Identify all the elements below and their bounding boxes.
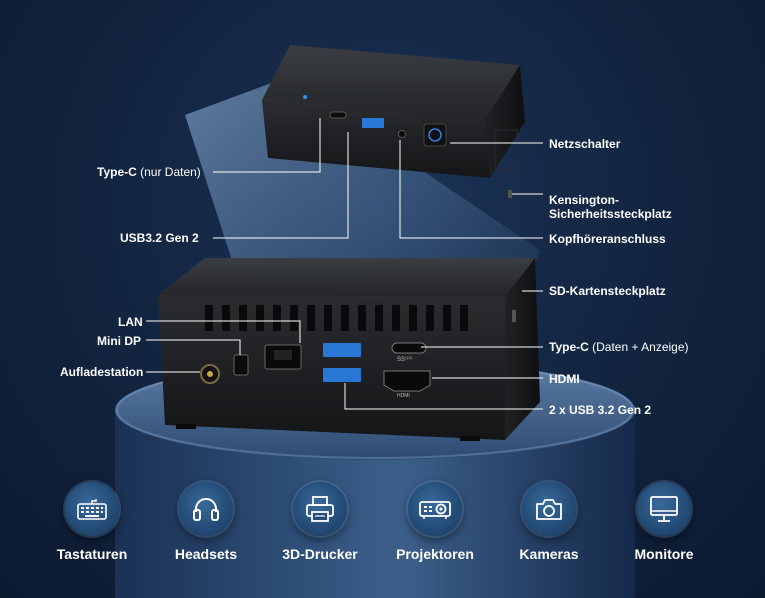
callout-netzschalter-bold: Netzschalter <box>549 137 621 151</box>
callout-kensington-lock: Kensington- Sicherheitssteckplatz <box>549 179 672 221</box>
device-monitor: Monitore <box>609 482 719 562</box>
port-mark-hdmi: HDMI <box>397 393 410 399</box>
callout-charging-station: Aufladestation <box>60 365 143 379</box>
callout-aufladestation-bold: Aufladestation <box>60 365 144 379</box>
callout-mini-dp-bold: Mini DP <box>97 334 141 348</box>
callout-power-switch: Netzschalter <box>549 137 620 151</box>
device-keyboard: Tastaturen <box>37 482 147 562</box>
printer-icon <box>293 482 347 536</box>
callout-type-c-left-normal: (nur Daten) <box>136 165 201 179</box>
camera-icon <box>522 482 576 536</box>
projector-icon <box>408 482 462 536</box>
port-mark-superspeed: SS⁽¹⁰⁾ <box>397 357 413 363</box>
callout-type-c-right-normal: (Daten + Anzeige) <box>588 340 689 354</box>
callout-type-c-data-display: Type-C (Daten + Anzeige) <box>549 340 689 354</box>
keyboard-icon <box>65 482 119 536</box>
callout-type-c-data-only: Type-C (nur Daten) <box>97 165 201 179</box>
callout-type-c-left-bold: Type-C <box>97 165 137 179</box>
callout-kopfhoerer-bold: Kopfhöreranschluss <box>549 232 666 246</box>
callout-hdmi-bold: HDMI <box>549 372 580 386</box>
callout-sd-karte-bold: SD-Kartensteckplatz <box>549 284 666 298</box>
device-camera: Kameras <box>494 482 604 562</box>
device-label: Headsets <box>174 546 238 562</box>
device-label: 3D-Drucker <box>282 546 358 562</box>
device-label: Kameras <box>519 546 579 562</box>
callout-usb32-right: 2 x USB 3.2 Gen 2 <box>549 403 651 417</box>
device-projector: Projektoren <box>380 482 490 562</box>
callout-mini-dp: Mini DP <box>97 334 141 348</box>
device-label: Projektoren <box>396 546 474 562</box>
callout-kensington-bold: Kensington- Sicherheitssteckplatz <box>549 193 672 221</box>
callout-usb32-left-bold: USB3.2 Gen 2 <box>120 231 199 245</box>
headset-icon <box>179 482 233 536</box>
monitor-icon <box>637 482 691 536</box>
callout-usb32-left: USB3.2 Gen 2 <box>120 231 199 245</box>
device-label: Monitore <box>634 546 694 562</box>
callout-usb32-right-bold: 2 x USB 3.2 Gen 2 <box>549 403 652 417</box>
device-3d-printer: 3D-Drucker <box>265 482 375 562</box>
callout-hdmi: HDMI <box>549 372 580 386</box>
callout-lan-bold: LAN <box>118 315 143 329</box>
callout-type-c-right-bold: Type-C <box>549 340 589 354</box>
device-label: Tastaturen <box>56 546 128 562</box>
device-headset: Headsets <box>151 482 261 562</box>
callout-headphone-jack: Kopfhöreranschluss <box>549 232 666 246</box>
callout-sd-card-slot: SD-Kartensteckplatz <box>549 284 666 298</box>
callout-lan: LAN <box>118 315 143 329</box>
